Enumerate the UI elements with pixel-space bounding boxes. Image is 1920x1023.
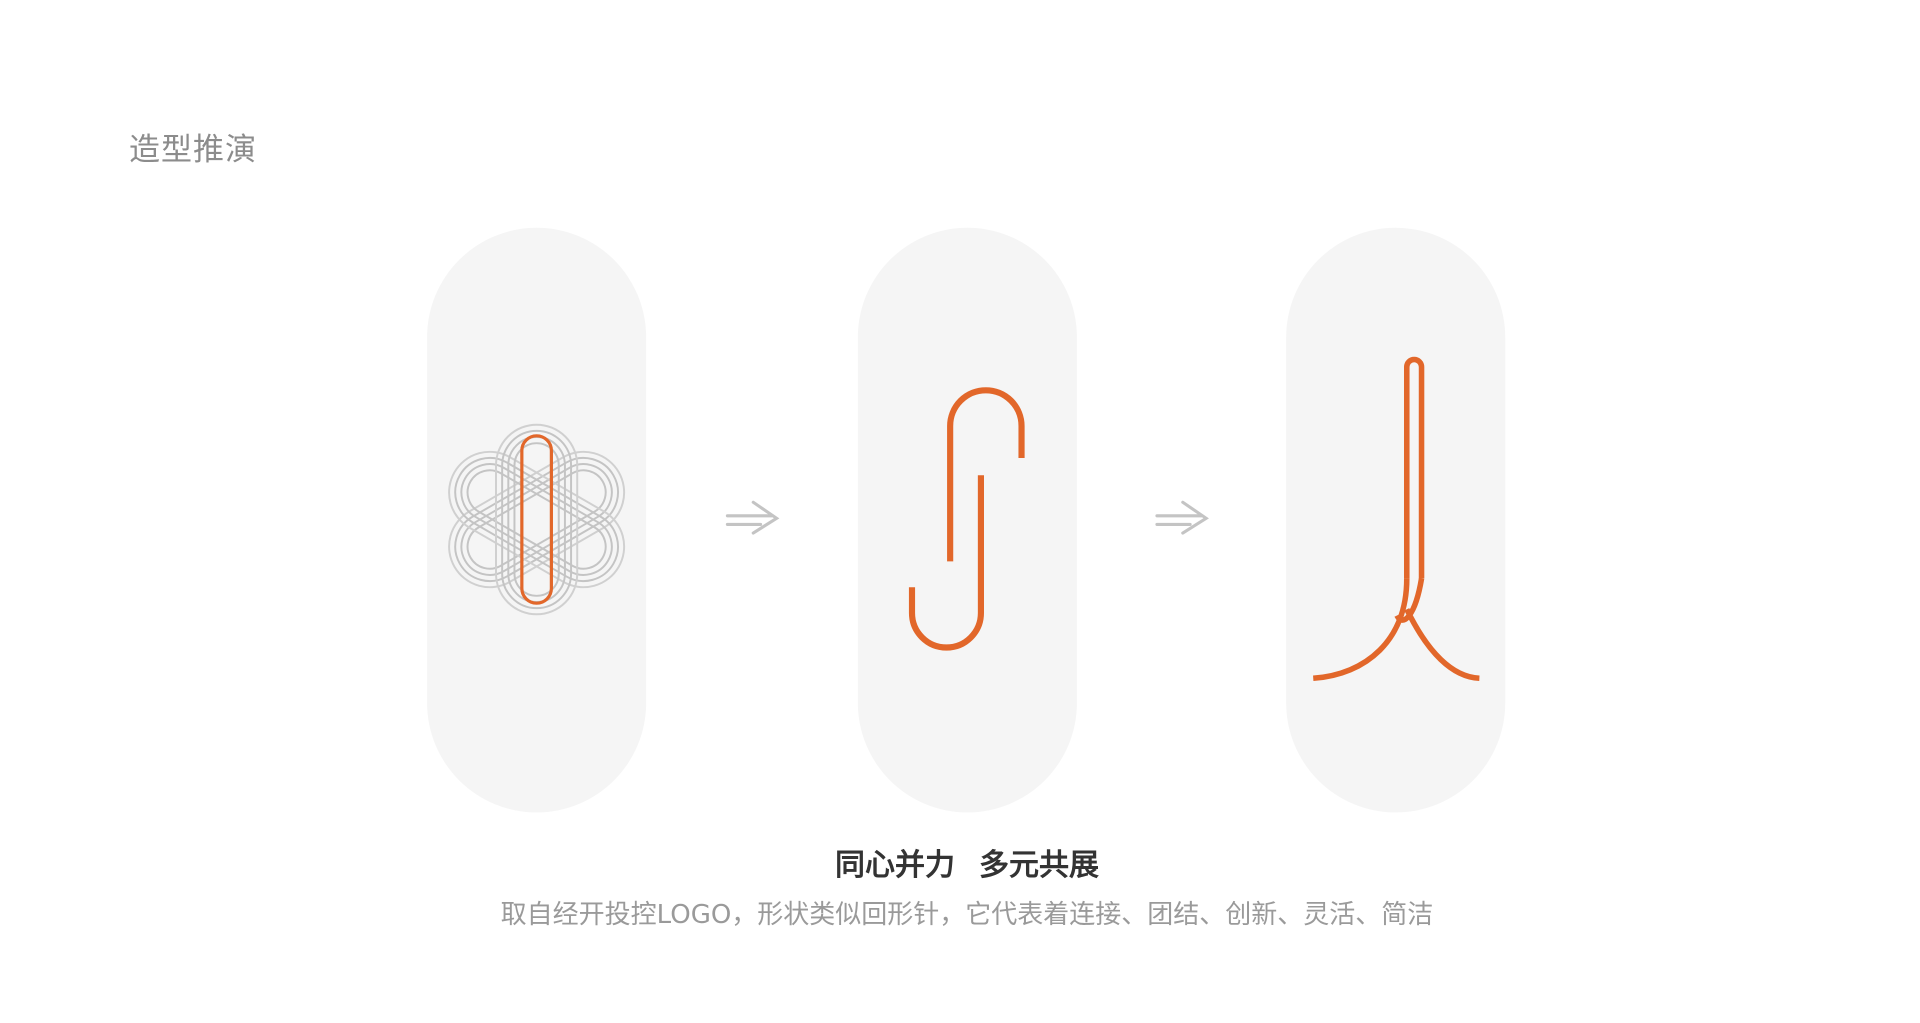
headline-part-2: 多元共展 bbox=[979, 848, 1099, 883]
person-figure-icon bbox=[1313, 356, 1480, 682]
description: 取自经开投控LOGO，形状类似回形针，它代表着连接、团结、创新、灵活、简洁 bbox=[500, 900, 1434, 930]
arrow-right-icon bbox=[725, 500, 780, 535]
headline: 同心并力多元共展 bbox=[0, 840, 1920, 884]
step-2-pill bbox=[857, 227, 1077, 813]
headline-part-1: 同心并力 bbox=[835, 848, 955, 883]
step-3-pill bbox=[1286, 227, 1506, 813]
section-title: 造型推演 bbox=[129, 132, 257, 168]
arrow-right-icon bbox=[1155, 500, 1209, 535]
paperclip-icon bbox=[908, 387, 1025, 651]
step-1-pill bbox=[427, 227, 647, 813]
original-logo-icon bbox=[433, 423, 640, 616]
